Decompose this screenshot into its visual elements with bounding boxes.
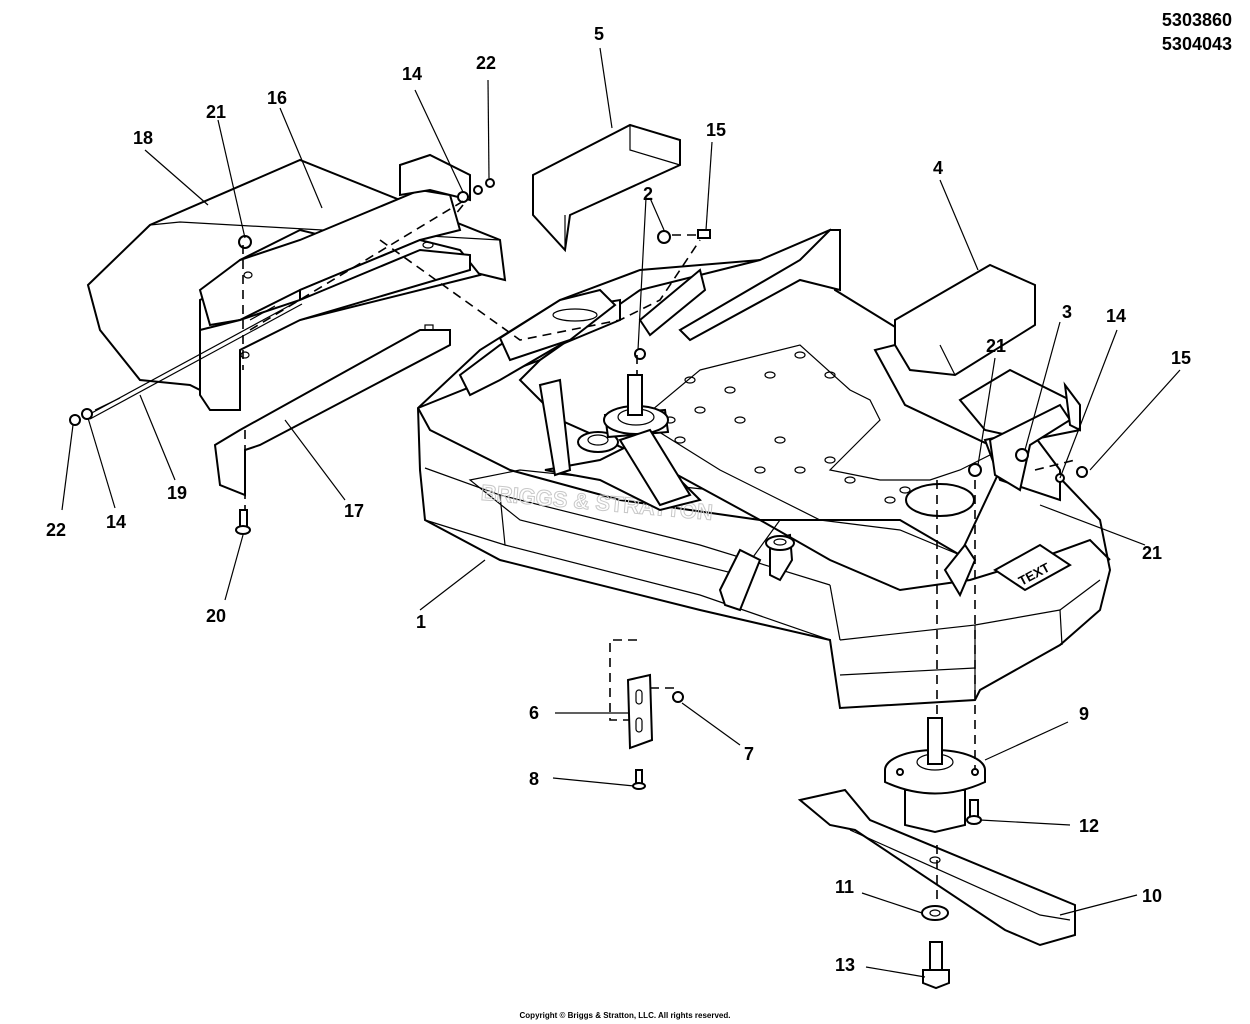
callout-3: 3 [1062,302,1072,322]
spindle-bolt [966,799,982,825]
callout-15-right: 15 [1171,348,1191,368]
callout-9: 9 [1079,704,1089,724]
callout-2: 2 [643,184,653,204]
copyright-notice: Copyright © Briggs & Stratton, LLC. All … [519,1011,731,1020]
belt-guard-bracket [968,381,1081,492]
callout-21-right: 21 [1142,543,1162,563]
plate-holes [634,351,911,504]
callout-13: 13 [835,955,855,975]
blade-washer [921,905,949,921]
catalog-number-1: 5303860 [1161,10,1232,30]
leader-lines [61,47,1181,978]
callout-11: 11 [835,877,854,897]
callout-19: 19 [167,483,187,503]
assembly-lines [242,199,1076,905]
callout-6: 6 [529,703,539,723]
spindle-cover-left [532,123,681,253]
callout-14-right: 14 [1106,306,1126,326]
blade-bolt [922,941,950,990]
callout-10: 10 [1142,886,1162,906]
callout-labels: 1 2 3 4 5 6 7 8 9 10 11 12 13 14 14 14 1… [46,24,1191,975]
catalog-number-2: 5304043 [1161,34,1232,54]
front-bumper-assembly [69,153,507,535]
lock-nut [657,230,671,244]
callout-15-top: 15 [706,120,726,140]
mower-deck-housing: BRIGGS & STRATTON [416,228,1112,710]
spindle-cover-right [894,263,1036,377]
callout-20: 20 [206,606,226,626]
callout-16: 16 [267,88,287,108]
callout-18: 18 [133,128,153,148]
blade-spindle-assembly [884,717,986,834]
catalog-numbers: 5303860 5304043 [1162,8,1232,56]
callout-22-left: 22 [46,520,66,540]
callout-14-left: 14 [106,512,126,532]
carriage-bolt-upper [697,229,711,239]
callout-22-top: 22 [476,53,496,73]
callout-7: 7 [744,744,754,764]
callout-17: 17 [344,501,364,521]
callout-21-left: 21 [206,102,226,122]
callout-12: 12 [1079,816,1099,836]
callout-5: 5 [594,24,604,44]
callout-21-middle: 21 [986,336,1006,356]
callout-1: 1 [416,612,426,632]
callout-8: 8 [529,769,539,789]
deflector-bracket [626,673,684,790]
callout-4: 4 [933,158,943,178]
callout-14-top: 14 [402,64,422,84]
